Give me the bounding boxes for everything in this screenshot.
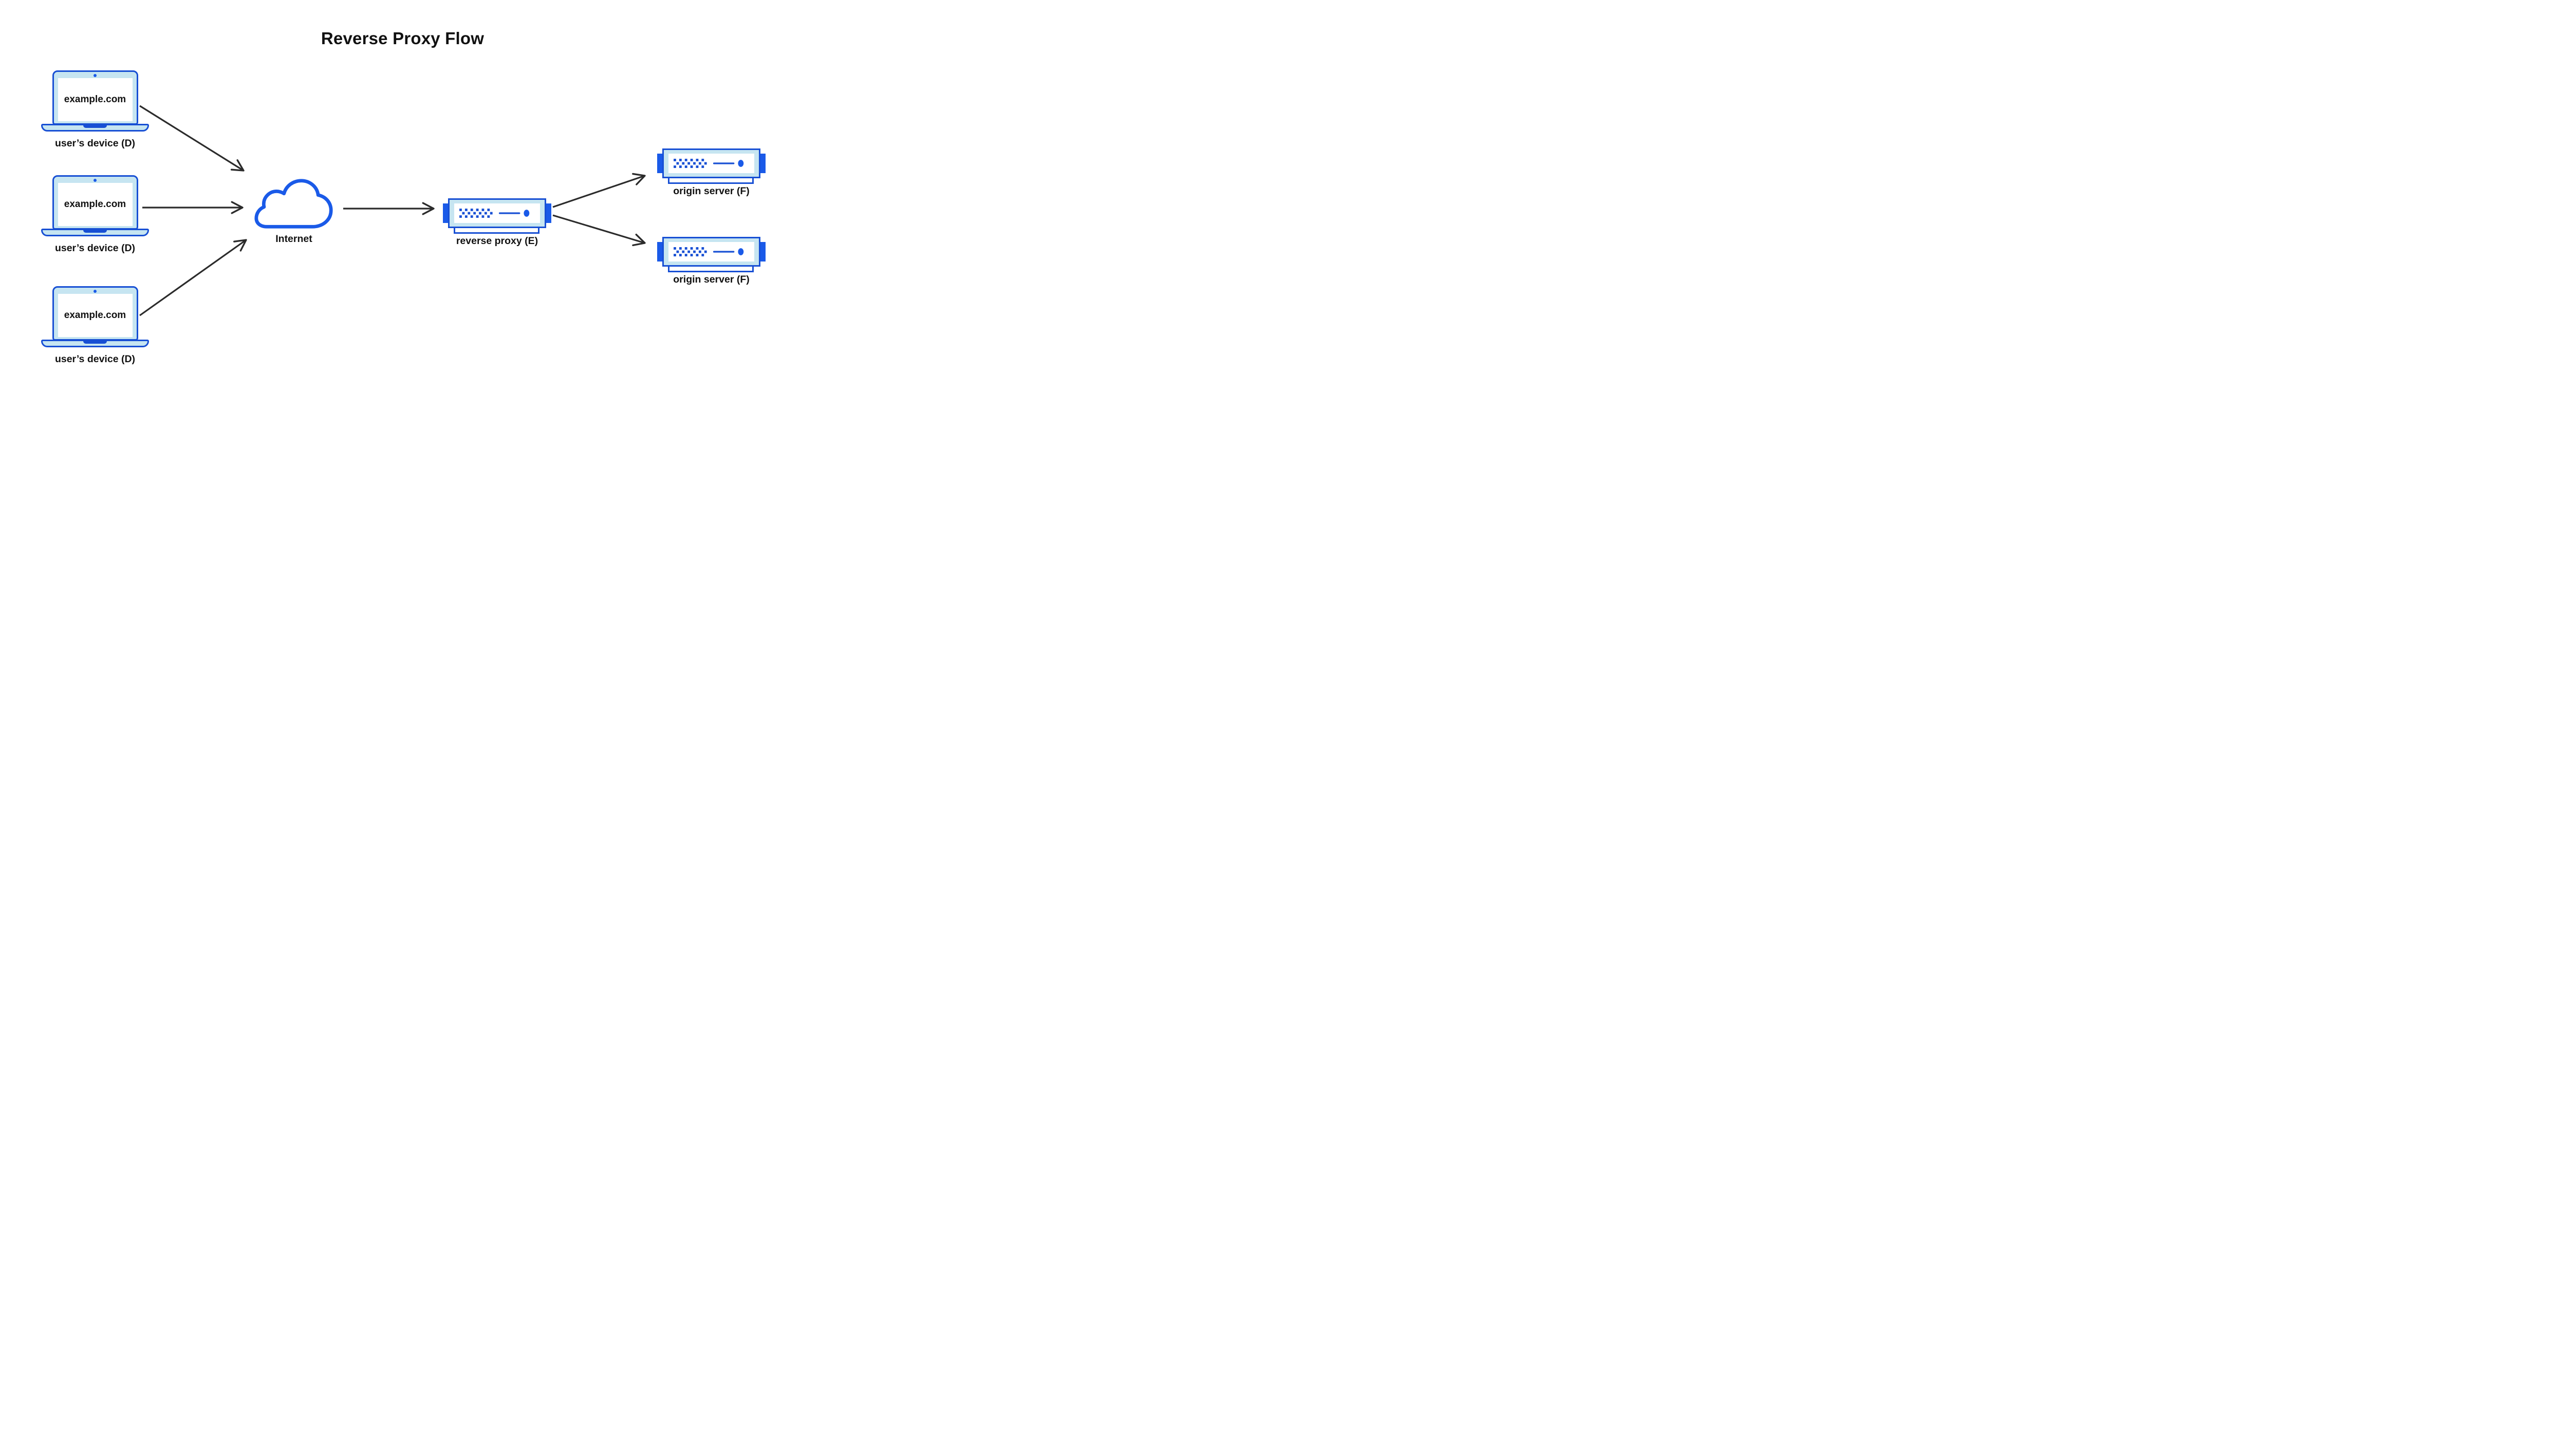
laptop-screen: example.com xyxy=(58,183,133,226)
origin-server-label: origin server (F) xyxy=(673,274,750,285)
internet-node: Internet xyxy=(252,177,336,245)
laptop-base xyxy=(41,124,149,132)
diagram-title: Reverse Proxy Flow xyxy=(321,29,485,48)
server-mount-tab-right xyxy=(759,242,766,262)
arrow-proxy-to-origin2 xyxy=(552,214,646,247)
server-mount-tab-left xyxy=(657,154,663,173)
device-label: user’s device (D) xyxy=(54,138,136,149)
laptop-base xyxy=(41,229,149,236)
user-device-1: example.com user’s device (D) xyxy=(41,70,149,150)
arrow-device3-to-internet xyxy=(139,239,247,316)
laptop-base-notch xyxy=(83,125,107,128)
server-front-panel xyxy=(668,242,754,262)
server-mount-tab-right xyxy=(545,203,551,223)
cloud-icon xyxy=(254,179,333,229)
server-mount-tab-right xyxy=(759,154,766,173)
arrow-device1-to-internet xyxy=(139,105,245,172)
reverse-proxy-label: reverse proxy (E) xyxy=(456,235,538,247)
laptop-camera-dot xyxy=(94,290,97,293)
origin-server-label: origin server (F) xyxy=(673,185,750,197)
laptop-screen-url: example.com xyxy=(64,94,126,105)
server-led-pattern xyxy=(674,159,744,168)
laptop-screen-url: example.com xyxy=(64,199,126,210)
laptop-icon: example.com xyxy=(52,286,138,341)
laptop-icon: example.com xyxy=(52,175,138,230)
laptop-camera-dot xyxy=(94,179,97,182)
device-label: user’s device (D) xyxy=(54,242,136,254)
laptop-screen-url: example.com xyxy=(64,310,126,321)
laptop-base xyxy=(41,340,149,347)
origin-server-1-node: origin server (F) xyxy=(657,148,766,197)
internet-label: Internet xyxy=(275,233,312,245)
server-mount-tab-left xyxy=(657,242,663,262)
server-front-panel xyxy=(454,203,540,223)
server-mount-tab-left xyxy=(443,203,449,223)
device-label: user’s device (D) xyxy=(54,353,136,365)
server-led-pattern xyxy=(674,247,744,256)
origin-server-2-node: origin server (F) xyxy=(657,237,766,285)
reverse-proxy-node: reverse proxy (E) xyxy=(443,198,551,247)
laptop-base-notch xyxy=(83,341,107,344)
server-front-panel xyxy=(668,154,754,173)
user-device-3: example.com user’s device (D) xyxy=(41,286,149,365)
server-led-pattern xyxy=(459,209,530,218)
arrow-proxy-to-origin1 xyxy=(552,173,646,208)
laptop-icon: example.com xyxy=(52,70,138,125)
diagram-canvas: Reverse Proxy Flow example.com user’s de… xyxy=(0,0,805,403)
server-icon xyxy=(448,198,546,228)
laptop-camera-dot xyxy=(94,74,97,77)
laptop-screen: example.com xyxy=(58,294,133,337)
laptop-screen: example.com xyxy=(58,78,133,121)
server-icon xyxy=(662,148,760,178)
server-icon xyxy=(662,237,760,267)
user-device-2: example.com user’s device (D) xyxy=(41,175,149,254)
laptop-base-notch xyxy=(83,230,107,233)
